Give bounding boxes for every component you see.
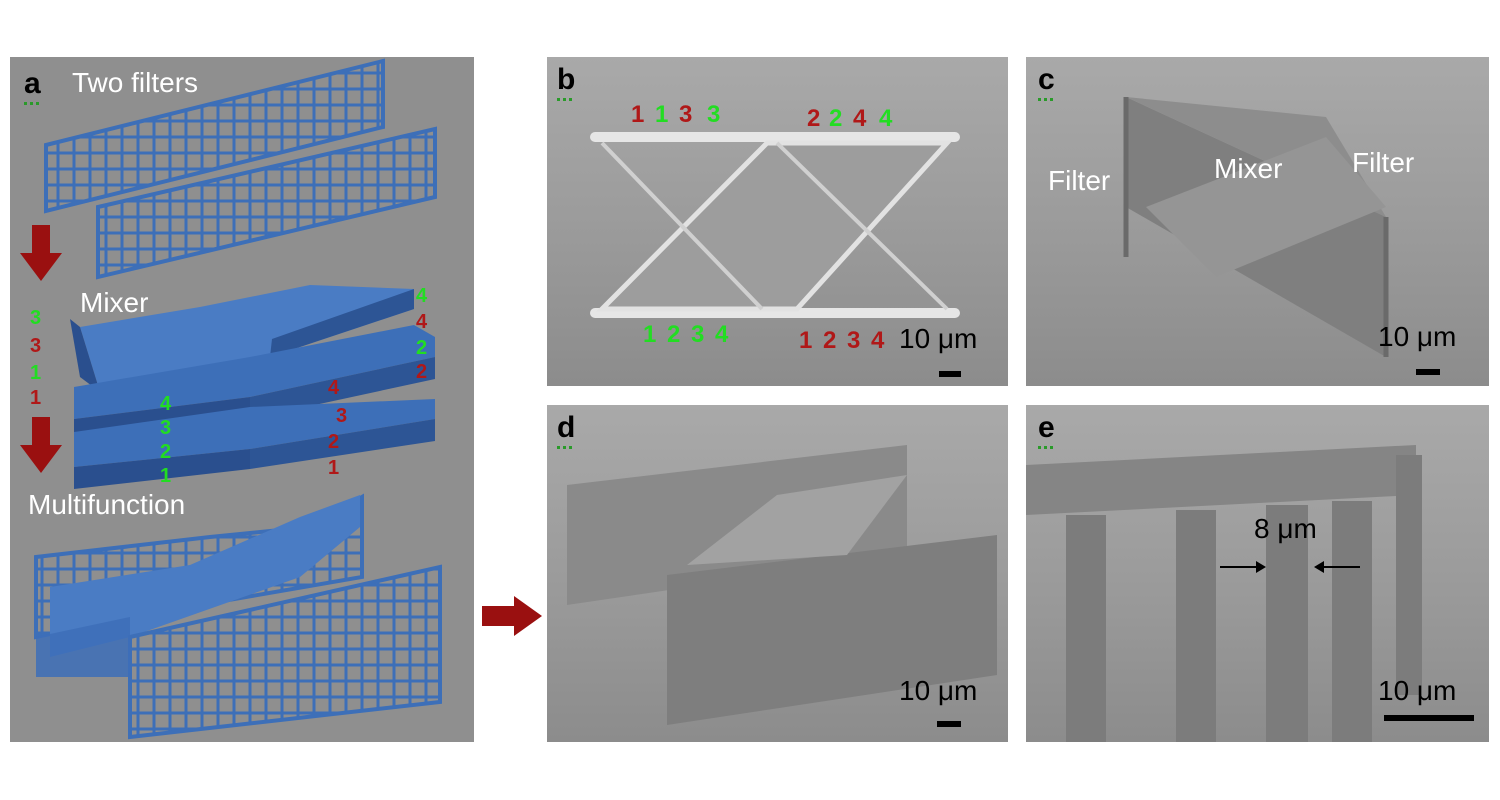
inner-label-1: 1 [160,465,172,487]
e-width-label: 8 μm [1254,513,1317,544]
pillar-closeup-view [1026,445,1422,742]
b-scale-bar [939,371,961,377]
c-scale-bar [1416,369,1440,375]
b-bottom-left-1: 1 [643,321,657,348]
mixer-stack [70,285,435,489]
right-label-4r: 4 [416,311,428,333]
panel-a: a Two filters Mixer Multifunction 3 3 1 … [10,57,474,742]
b-scale-label: 10 μm [899,323,978,354]
e-width-arrows [1220,561,1360,573]
panel-c-label: c [1038,63,1055,101]
panel-e: e 8 μm 10 μm [1026,405,1489,742]
mixer-top-view [590,132,960,318]
e-scale-bar [1384,715,1474,721]
mixer-title: Mixer [80,287,149,318]
inner-label-4: 4 [160,393,172,415]
b-bottom-right-4: 4 [871,327,885,354]
b-top-4g: 4 [879,105,893,132]
b-top-3r: 3 [679,101,693,128]
inner-label-r4: 4 [328,377,340,399]
panel-d-label: d [557,411,576,449]
panel-d: d 10 μm [547,405,1008,742]
left-label-3g: 3 [30,307,42,329]
multifunction-device [34,493,442,740]
two-filters-title: Two filters [72,67,199,98]
panel-a-label: a [24,67,41,105]
mixer-oblique-view [1123,97,1389,357]
left-label-3r: 3 [30,335,42,357]
right-label-4g: 4 [416,285,428,307]
left-label-1g: 1 [30,362,42,384]
b-top-2g: 2 [829,105,843,132]
inner-label-r1: 1 [328,457,340,479]
inner-label-r2: 2 [328,431,340,453]
down-arrow-1 [20,225,62,281]
multifunction-sem-view [567,445,997,725]
left-label-1r: 1 [30,387,42,409]
inner-label-r3: 3 [336,405,348,427]
b-top-3g: 3 [707,101,721,128]
down-arrow-2 [20,417,62,473]
b-top-1g: 1 [655,101,669,128]
filter-top [44,58,385,214]
b-bottom-right-1: 1 [799,327,813,354]
panel-c: c Filter Mixer Filter 10 μm [1026,57,1489,386]
c-scale-label: 10 μm [1378,321,1457,352]
panel-b: b 1 1 3 3 2 2 4 4 1 2 3 4 1 2 3 4 10 μm [547,57,1008,386]
b-bottom-left-4: 4 [715,321,729,348]
d-scale-bar [937,721,961,727]
e-scale-label: 10 μm [1378,675,1457,706]
panel-e-label: e [1038,411,1055,449]
b-bottom-right-2: 2 [823,327,837,354]
panel-a-illustration [20,58,442,740]
multifunction-title: Multifunction [28,489,186,520]
b-top-2r: 2 [807,105,821,132]
b-bottom-left-2: 2 [667,321,681,348]
b-top-1r: 1 [631,101,645,128]
d-scale-label: 10 μm [899,675,978,706]
right-label-2g: 2 [416,337,428,359]
c-filter-left: Filter [1048,165,1111,196]
b-bottom-left-3: 3 [691,321,705,348]
b-top-4r: 4 [853,105,867,132]
panel-b-label: b [557,63,576,101]
right-label-2r: 2 [416,361,428,383]
c-mixer: Mixer [1214,153,1283,184]
inner-label-3: 3 [160,417,172,439]
inner-label-2: 2 [160,441,172,463]
c-filter-right: Filter [1352,147,1415,178]
filter-bottom [96,126,437,280]
b-bottom-right-3: 3 [847,327,861,354]
